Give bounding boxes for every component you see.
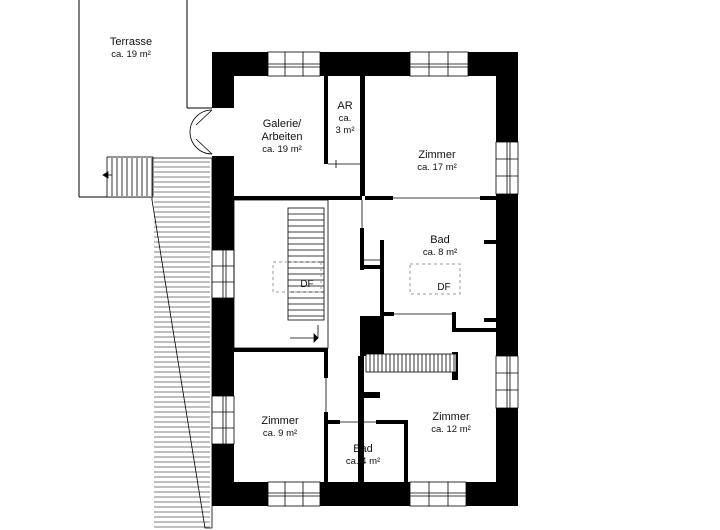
- room-bad-4: Bad ca. 4 m²: [346, 443, 380, 468]
- room-ar: AR ca. 3 m²: [336, 100, 355, 136]
- room-area: ca. 19 m²: [111, 49, 151, 61]
- room-galerie: Galerie/ Arbeiten ca. 19 m²: [262, 118, 303, 156]
- df-markers: [272, 261, 461, 295]
- roof-hatch: [151, 157, 213, 529]
- room-zimmer-17: Zimmer ca. 17 m²: [417, 149, 457, 174]
- room-area: ca. 19 m²: [262, 144, 302, 156]
- room-area: ca. 12 m²: [431, 424, 471, 436]
- room-bad-8: Bad ca. 8 m²: [423, 234, 457, 259]
- room-zimmer-9: Zimmer ca. 9 m²: [261, 415, 298, 440]
- room-area: ca. 9 m²: [262, 428, 298, 440]
- stairwell: [233, 199, 329, 349]
- room-area: ca. 8 m²: [422, 247, 458, 259]
- interior-walls: [234, 76, 496, 506]
- room-area: ca. 4 m²: [345, 456, 381, 468]
- terrace-door: [189, 109, 213, 155]
- terrace-stairs: [102, 156, 154, 198]
- room-name: Bad: [353, 443, 373, 455]
- door-marks: [325, 160, 480, 423]
- room-area: ca. 17 m²: [417, 162, 457, 174]
- room-area: 3 m²: [335, 124, 355, 136]
- room-name: Terrasse: [109, 36, 153, 48]
- df-label-bad: DF: [437, 282, 451, 293]
- room-terrasse: Terrasse ca. 19 m²: [110, 36, 152, 61]
- room-name: Bad: [430, 234, 450, 246]
- room-name: Zimmer: [418, 149, 456, 161]
- room-name: Zimmer: [261, 415, 299, 427]
- room-zimmer-12: Zimmer ca. 12 m²: [431, 411, 471, 436]
- df-label-stair: DF: [300, 279, 314, 290]
- room-name: AR: [337, 100, 353, 112]
- windows: [211, 51, 519, 507]
- room-name-2: Arbeiten: [261, 131, 303, 144]
- room-name: Zimmer: [432, 411, 470, 423]
- room-name-2: ca.: [338, 113, 352, 125]
- room-name: Galerie/: [262, 118, 302, 130]
- stair-band: [365, 353, 457, 373]
